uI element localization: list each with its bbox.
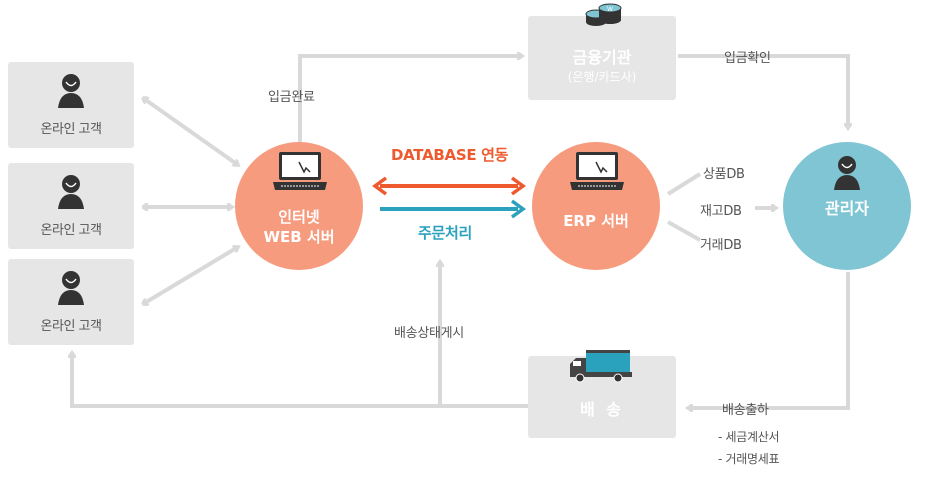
delivery-status-label: 배송상태게시 — [394, 326, 464, 341]
web-server-line2: WEB 서버 — [263, 228, 335, 246]
shipping-customer-arrow — [72, 353, 528, 408]
ship-out-label: 배송출하 — [722, 403, 769, 418]
order-processing-label: 주문처리 — [418, 224, 473, 242]
order-processing-arrowhead — [510, 199, 526, 219]
web-bank-arrow — [298, 56, 522, 142]
erp-productdb-line — [666, 172, 702, 196]
coin-stack-icon: W — [585, 3, 622, 26]
bank-admin-arrow — [678, 54, 848, 128]
customer-label: 온라인 고객 — [40, 223, 102, 238]
database-link-arrowhead-right — [510, 176, 526, 196]
database-link-arrowhead-left — [372, 176, 388, 196]
person-icon — [834, 156, 860, 190]
shipping-box: 배 송 — [528, 350, 676, 438]
admin-shipping-arrow — [688, 272, 850, 408]
shipping-label: 배 송 — [579, 400, 624, 419]
customer-box-2: 온라인 고객 — [8, 163, 134, 249]
web-server-line1: 인터넷 — [278, 208, 320, 226]
transaction-db-label: 거래DB — [700, 238, 742, 253]
erp-transactiondb-line — [667, 220, 701, 242]
transaction-statement-label: - 거래명세표 — [718, 452, 780, 466]
laptop-icon — [570, 152, 624, 190]
bank-subtitle: (은행/카드사) — [567, 70, 637, 84]
tax-invoice-label: - 세금계산서 — [718, 430, 780, 444]
bank-box: 금융기관 (은행/카드사) — [528, 16, 676, 100]
customer1-web-arrow — [143, 98, 238, 165]
truck-icon — [570, 350, 632, 383]
payment-complete-label: 입금완료 — [268, 90, 315, 105]
payment-confirm-label: 입금확인 — [724, 51, 771, 66]
inventory-db-label: 재고DB — [700, 204, 742, 219]
customer3-web-arrow — [143, 247, 238, 304]
bank-title: 금융기관 — [572, 48, 632, 67]
customer-box-3: 온라인 고객 — [8, 259, 134, 345]
admin-label: 관리자 — [824, 199, 870, 218]
customer-label: 온라인 고객 — [40, 319, 102, 334]
web-server-node: 인터넷 WEB 서버 — [235, 142, 363, 270]
svg-text:W: W — [607, 6, 613, 13]
database-link-label: DATABASE 연동 — [391, 146, 509, 164]
person-icon — [58, 271, 84, 305]
customer-label: 온라인 고객 — [40, 122, 102, 137]
customer-box-1: 온라인 고객 — [8, 62, 134, 148]
admin-node: 관리자 — [783, 142, 911, 270]
erp-server-label: ERP 서버 — [563, 212, 629, 230]
laptop-icon — [273, 152, 327, 190]
person-icon — [58, 74, 84, 108]
product-db-label: 상품DB — [703, 167, 745, 182]
erp-server-node: ERP 서버 — [532, 142, 660, 270]
person-icon — [58, 175, 84, 209]
